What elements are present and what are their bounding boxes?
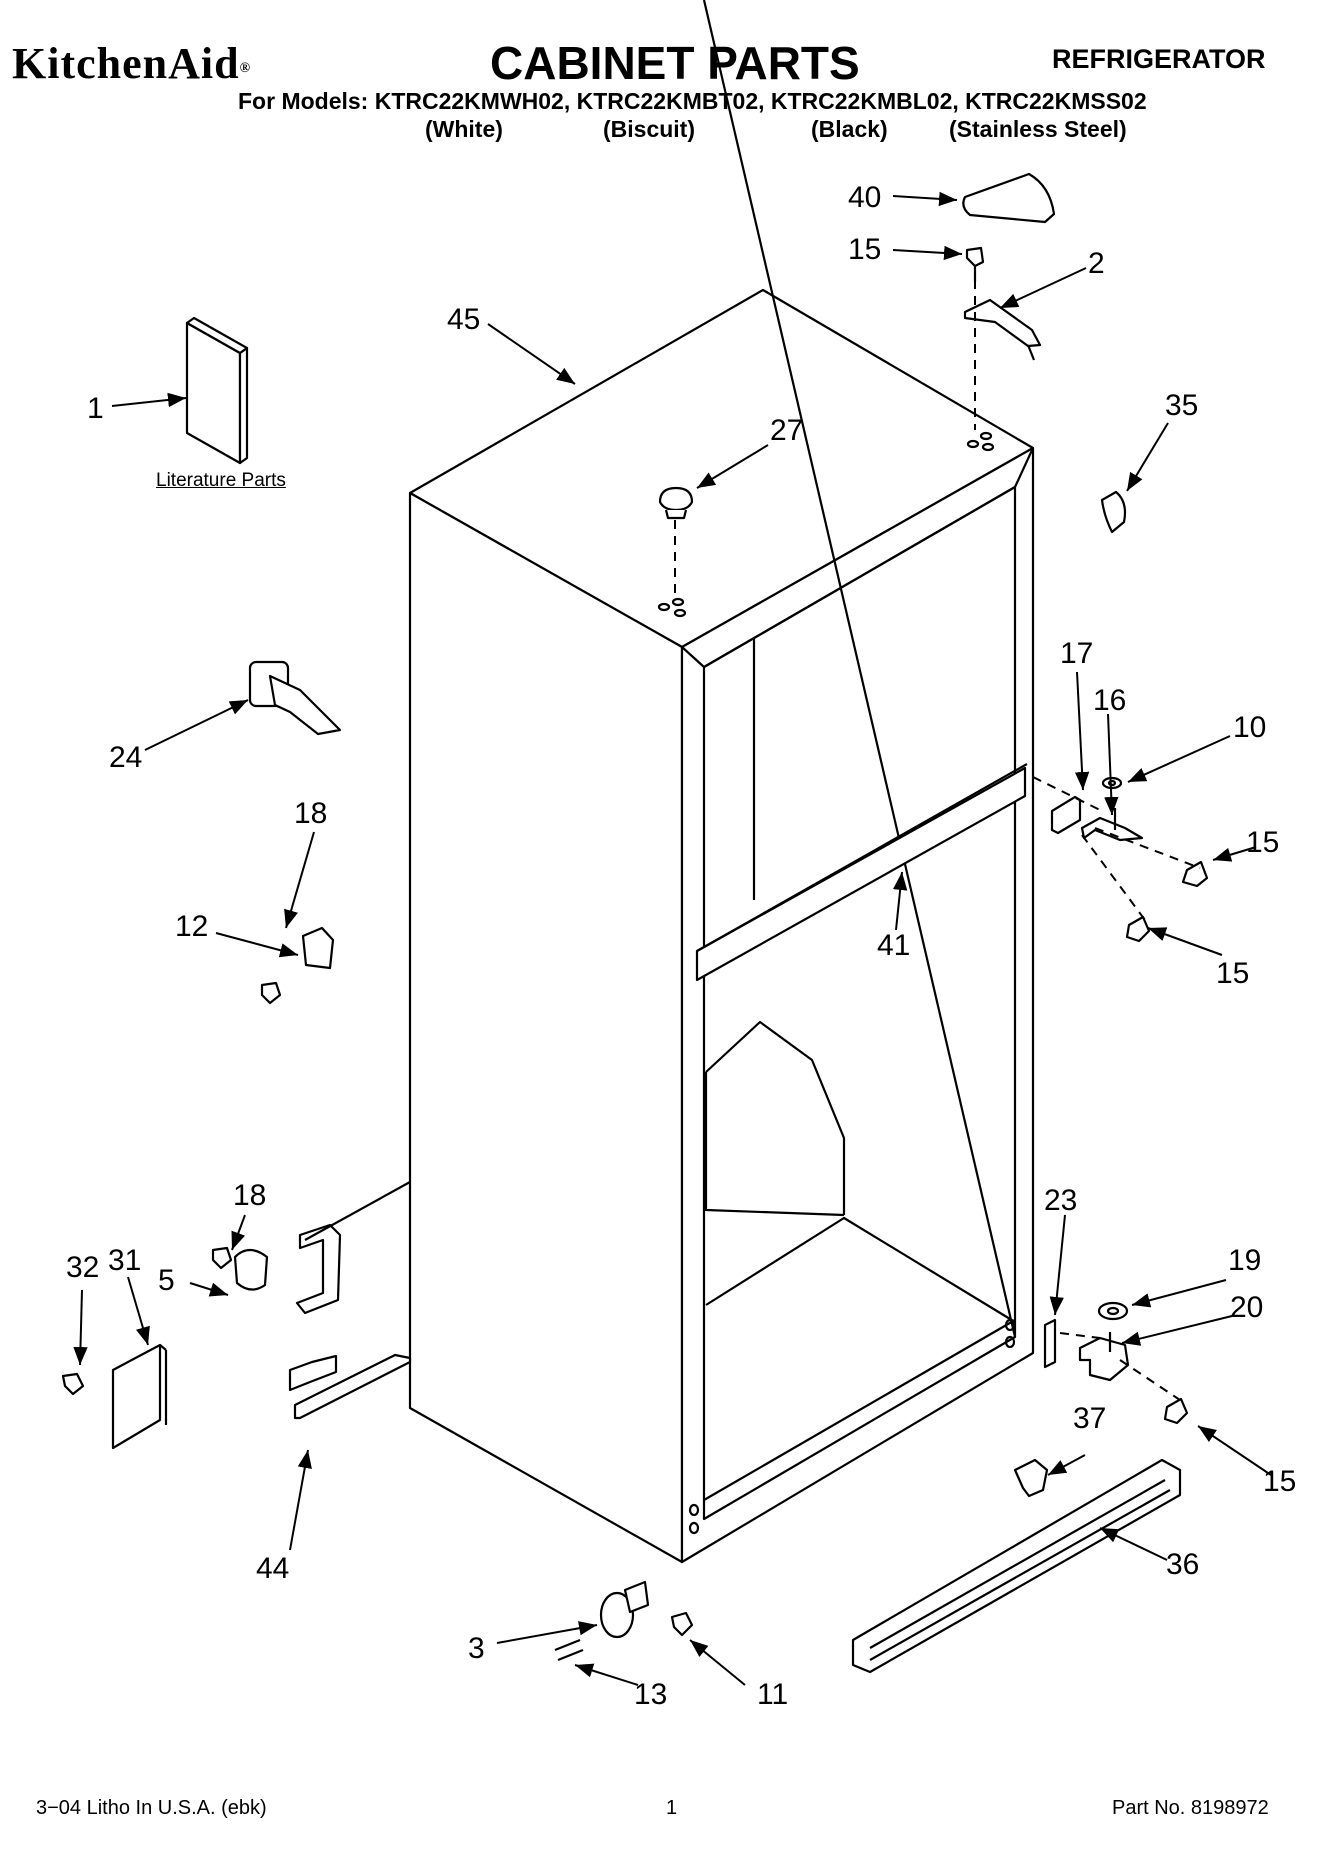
callout-2: 2 — [1088, 247, 1105, 280]
callout-18-lower: 18 — [233, 1179, 266, 1212]
callout-41: 41 — [877, 929, 910, 962]
leveling-leg — [554, 1580, 650, 1662]
callout-19: 19 — [1228, 1244, 1261, 1277]
callout-36: 36 — [1166, 1548, 1199, 1581]
callout-10: 10 — [1233, 711, 1266, 744]
callout-12: 12 — [175, 910, 208, 943]
callout-5: 5 — [158, 1264, 175, 1297]
callout-15-bottom: 15 — [1263, 1465, 1296, 1498]
bracket-23 — [1043, 1318, 1057, 1369]
callout-1: 1 — [87, 392, 104, 425]
models-line: For Models: KTRC22KMWH02, KTRC22KMBT02, … — [238, 88, 1147, 114]
callout-18-upper: 18 — [294, 797, 327, 830]
center-hinge — [1050, 776, 1144, 842]
hinge-bracket-12 — [301, 926, 335, 970]
registered-mark: ® — [239, 61, 252, 76]
top-hinge — [963, 298, 1042, 361]
clip-37 — [1013, 1458, 1049, 1498]
color-white: (White) — [425, 116, 503, 142]
bottom-hinge-20 — [1078, 1336, 1130, 1382]
footer-litho: 3−04 Litho In U.S.A. (ebk) — [36, 1797, 267, 1819]
divider-rail — [695, 763, 1028, 982]
color-biscuit: (Biscuit) — [603, 116, 695, 142]
brand-name: KitchenAid — [12, 39, 240, 88]
callout-20: 20 — [1230, 1291, 1263, 1324]
callout-15-lower: 15 — [1216, 957, 1249, 990]
base-grille — [851, 1458, 1182, 1674]
callout-23: 23 — [1044, 1184, 1077, 1217]
callout-3: 3 — [468, 1632, 485, 1665]
color-stainless: (Stainless Steel) — [949, 116, 1127, 142]
plug-27 — [658, 486, 694, 512]
page-title: CABINET PARTS — [490, 37, 860, 89]
brand-logo: KitchenAid® — [12, 38, 251, 89]
footer-part-number: Part No. 8198972 — [1112, 1797, 1269, 1819]
callout-24: 24 — [109, 741, 142, 774]
callout-15-center: 15 — [1246, 826, 1279, 859]
callout-15-top: 15 — [848, 233, 881, 266]
cap-part — [962, 172, 1056, 224]
callout-13: 13 — [634, 1678, 667, 1711]
callout-17: 17 — [1060, 637, 1093, 670]
callout-37: 37 — [1073, 1402, 1106, 1435]
category-label: REFRIGERATOR — [1052, 44, 1266, 74]
callout-44: 44 — [256, 1552, 289, 1585]
callout-40: 40 — [848, 181, 881, 214]
footer-page-number: 1 — [666, 1797, 678, 1819]
door-stop — [248, 660, 342, 736]
cover-plate — [111, 1343, 162, 1450]
callout-16: 16 — [1093, 684, 1126, 717]
hinge-cover-35 — [1100, 490, 1127, 534]
cabinet-body — [408, 0, 1035, 1564]
callout-11: 11 — [757, 1678, 788, 1711]
washer-19 — [1097, 1301, 1129, 1321]
callout-45: 45 — [447, 303, 480, 336]
literature-parts-label: Literature Parts — [156, 470, 286, 491]
literature-booklet — [185, 316, 249, 465]
callout-27: 27 — [770, 414, 803, 447]
callout-35: 35 — [1165, 389, 1198, 422]
callout-32: 32 — [66, 1251, 99, 1284]
bottom-hinge-bracket — [233, 1181, 412, 1420]
callout-31: 31 — [108, 1244, 141, 1277]
color-black: (Black) — [811, 116, 888, 142]
